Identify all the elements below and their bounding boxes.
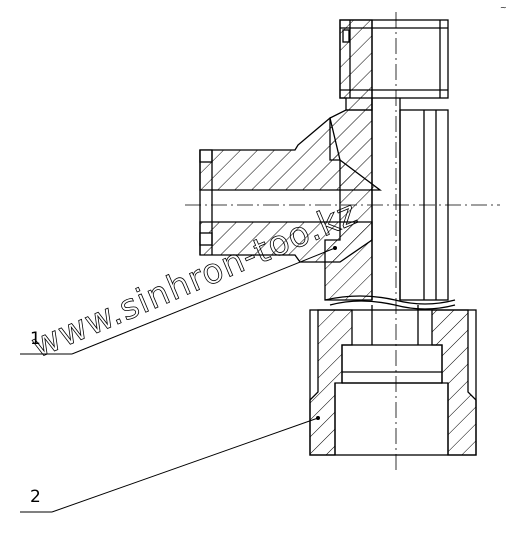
fitting-body [199, 19, 477, 456]
side-branch-wall-top [199, 116, 382, 191]
corner-mark: ~ [500, 3, 507, 12]
callout-1: 1 [20, 246, 337, 355]
nut-outline [309, 309, 477, 456]
callout-2: 2 [20, 416, 320, 513]
callout-2-label: 2 [30, 487, 41, 507]
callout-1-label: 1 [30, 329, 41, 349]
nut-inner-sleeve [341, 344, 443, 384]
center-lines [185, 12, 500, 470]
watermark: www.sinhron-too.kz [26, 193, 364, 367]
